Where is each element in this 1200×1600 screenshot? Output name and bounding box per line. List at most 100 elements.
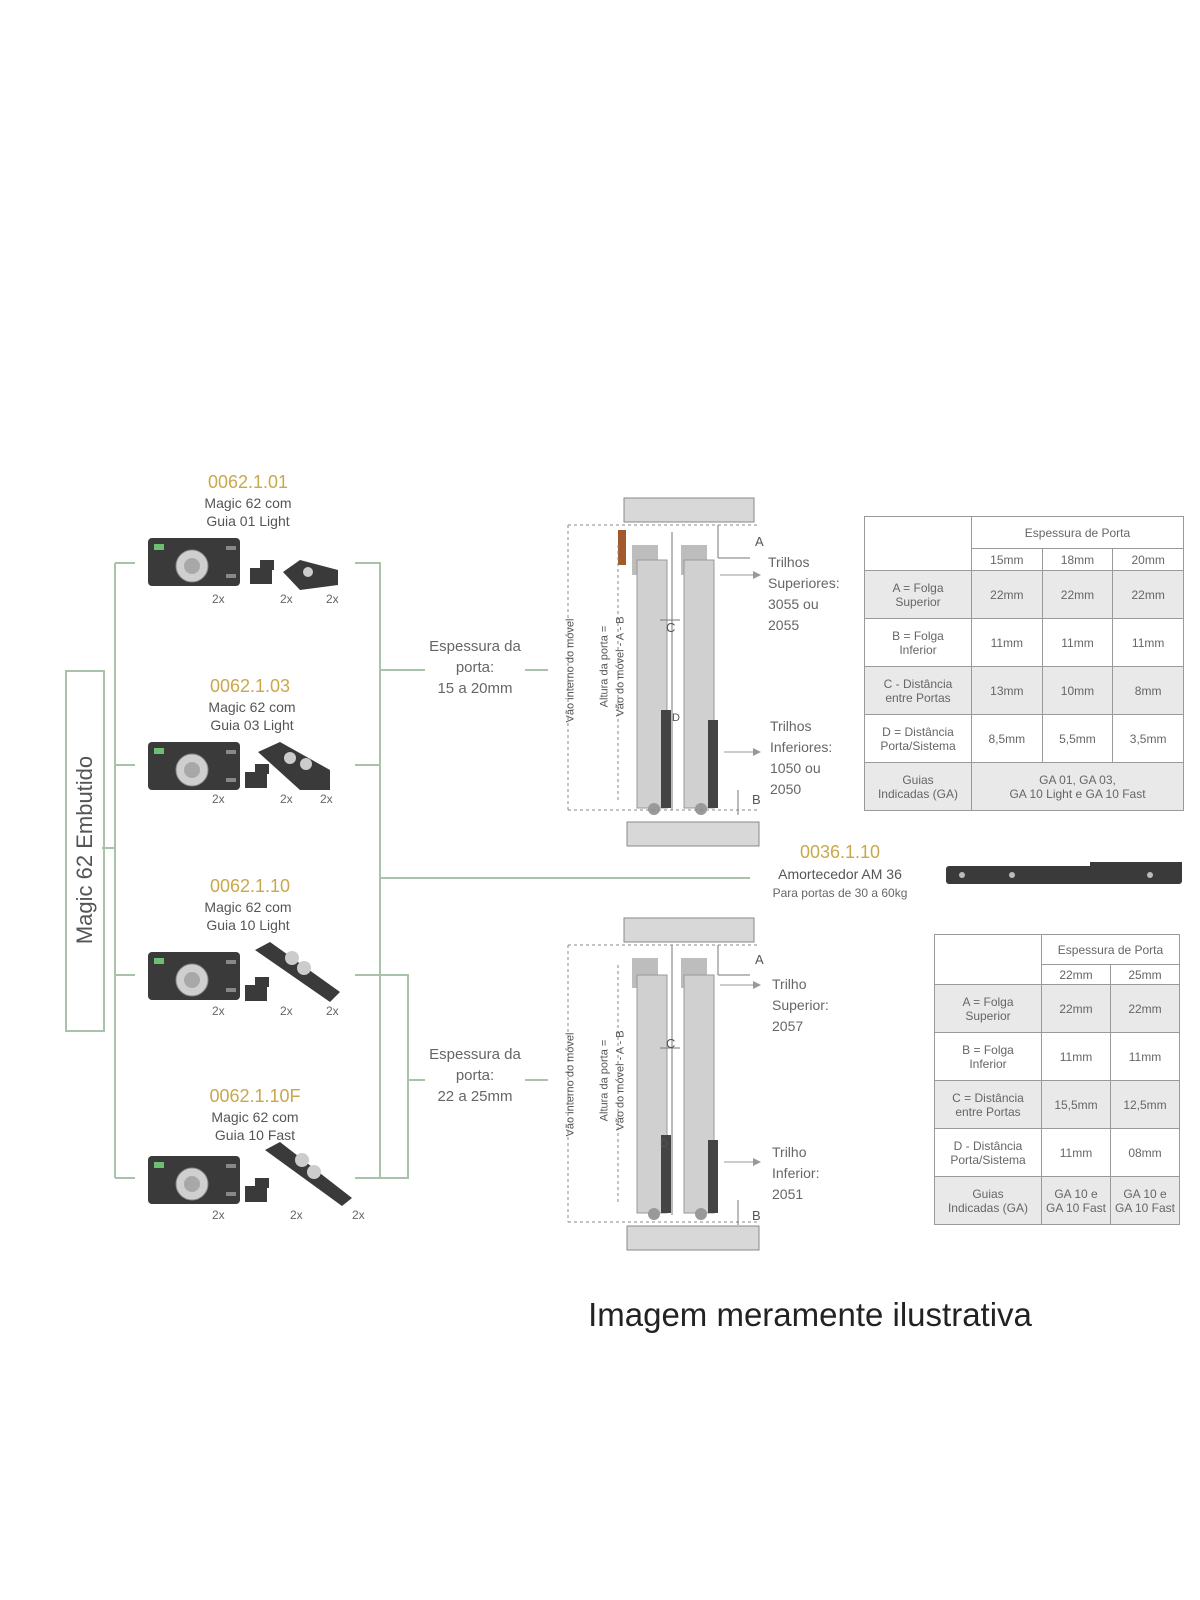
- guias-line2: GA 10 Fast: [1114, 1200, 1176, 1215]
- thickness-line2: porta:: [455, 1067, 495, 1084]
- row-label-line2: Porta/Sistema: [880, 738, 956, 753]
- qty-2: 2x: [280, 592, 293, 606]
- sidebar-frame: Magic 62 Embutido: [65, 670, 105, 1032]
- table-cell: 5,5mm: [1041, 714, 1114, 763]
- rail-line: 2051: [772, 1186, 804, 1202]
- thickness-line1: Espessura da: [429, 1046, 521, 1063]
- rail-bottom-label-1: Trilhos Inferiores: 1050 ou 2050: [770, 716, 832, 800]
- install-diagram-top: [567, 497, 761, 847]
- rail-line: 2057: [772, 1018, 804, 1034]
- thickness-label-top: Espessura da porta: 15 a 20mm: [410, 636, 540, 699]
- table-cell: 11mm: [971, 618, 1043, 667]
- rail-line: Trilho: [772, 976, 807, 992]
- table-cell: 10mm: [1041, 666, 1114, 715]
- row-label-line2: Inferior: [899, 642, 937, 657]
- row-label-line1: D - Distância: [953, 1138, 1023, 1153]
- product-code: 0062.1.10F: [209, 1086, 301, 1106]
- product-name-line2: Guia 10 Fast: [214, 1127, 296, 1143]
- table-header: Espessura de Porta: [971, 516, 1184, 549]
- rail-line: Trilhos: [768, 554, 810, 570]
- row-label-line1: Guias: [972, 1186, 1004, 1201]
- rail-bottom-label-2: Trilho Inferior: 2051: [772, 1142, 819, 1205]
- product-name-line1: Magic 62 com: [208, 699, 296, 715]
- qty-3: 2x: [326, 1004, 339, 1018]
- altura-label-top-2: Vão do móvel - A - B: [614, 616, 627, 717]
- rail-line: Trilho: [772, 1144, 807, 1160]
- qty-1: 2x: [212, 1208, 225, 1222]
- product-name-line1: Magic 62 com: [211, 1109, 299, 1125]
- label-b-top: B: [752, 792, 761, 807]
- product-name-line2: Guia 03 Light: [210, 717, 294, 733]
- device-4: [147, 1155, 241, 1205]
- damper-subtitle: Para portas de 30 a 60kg: [772, 886, 908, 900]
- rail-top-label-1: Trilhos Superiores: 3055 ou 2055: [768, 552, 840, 636]
- altura-label-bottom-2: Vão do móvel - A - B: [614, 1030, 627, 1131]
- guias-line1: GA 01, GA 03,: [1039, 772, 1116, 787]
- row-label-line2: Indicadas (GA): [947, 1200, 1029, 1215]
- vao-label-bottom: Vão interno do móvel: [564, 1032, 577, 1137]
- qty-2: 2x: [290, 1208, 303, 1222]
- row-label-line1: C = Distância: [952, 1090, 1024, 1105]
- row-label-line2: Indicadas (GA): [877, 786, 959, 801]
- qty-1: 2x: [212, 1004, 225, 1018]
- qty-3: 2x: [352, 1208, 365, 1222]
- thickness-label-bottom: Espessura da porta: 22 a 25mm: [410, 1044, 540, 1107]
- rail-line: Inferiores:: [770, 739, 833, 755]
- thickness-line1: Espessura da: [429, 638, 521, 655]
- rail-line: Trilhos: [770, 718, 812, 734]
- row-label-line1: A = Folga: [962, 994, 1014, 1009]
- parts-1: [250, 560, 338, 590]
- table-cell: 11mm: [1110, 1032, 1180, 1081]
- row-label-line2: Superior: [895, 594, 941, 609]
- table-cell: 13mm: [971, 666, 1043, 715]
- table-cell: 22mm: [1041, 570, 1114, 619]
- col-header: 18mm: [1041, 548, 1114, 571]
- row-label-line1: B = Folga: [892, 628, 944, 643]
- row-label-line1: C - Distância: [883, 676, 953, 691]
- product-name-line2: Guia 10 Light: [206, 917, 290, 933]
- label-b-bottom: B: [752, 1208, 761, 1223]
- qty-2: 2x: [280, 1004, 293, 1018]
- rail-line: Superiores:: [768, 575, 840, 591]
- vao-label-top: Vão interno do móvel: [564, 618, 577, 723]
- spec-table-top: Espessura de Porta 15mm 18mm 20mm A = Fo…: [864, 516, 1184, 811]
- damper-device: [946, 862, 1182, 884]
- guias-line2: GA 10 Fast: [1045, 1200, 1107, 1215]
- rail-line: Superior:: [772, 997, 829, 1013]
- label-d-top: D: [672, 712, 680, 724]
- guias-line1: GA 10 e: [1123, 1186, 1167, 1201]
- table-cell: 11mm: [1112, 618, 1184, 667]
- col-header: 20mm: [1112, 548, 1184, 571]
- table-cell: 8,5mm: [971, 714, 1043, 763]
- table-cell: 8mm: [1112, 666, 1184, 715]
- parts-3: [245, 942, 340, 1002]
- label-a-bottom: A: [755, 952, 764, 967]
- table-cell: 11mm: [1041, 1128, 1111, 1177]
- qty-1: 2x: [212, 592, 225, 606]
- table-cell: GA 01, GA 03,GA 10 Light e GA 10 Fast: [971, 762, 1184, 811]
- rail-line: 2050: [770, 781, 802, 797]
- thickness-line3: 15 a 20mm: [437, 680, 513, 697]
- table-cell: 08mm: [1110, 1128, 1180, 1177]
- damper-code: 0036.1.10: [799, 842, 881, 862]
- rail-line: Inferior:: [772, 1165, 820, 1181]
- row-label-line1: A = Folga: [892, 580, 944, 595]
- table-cell: 3,5mm: [1112, 714, 1184, 763]
- device-2: [147, 741, 241, 791]
- row-label-line2: entre Portas: [885, 690, 951, 705]
